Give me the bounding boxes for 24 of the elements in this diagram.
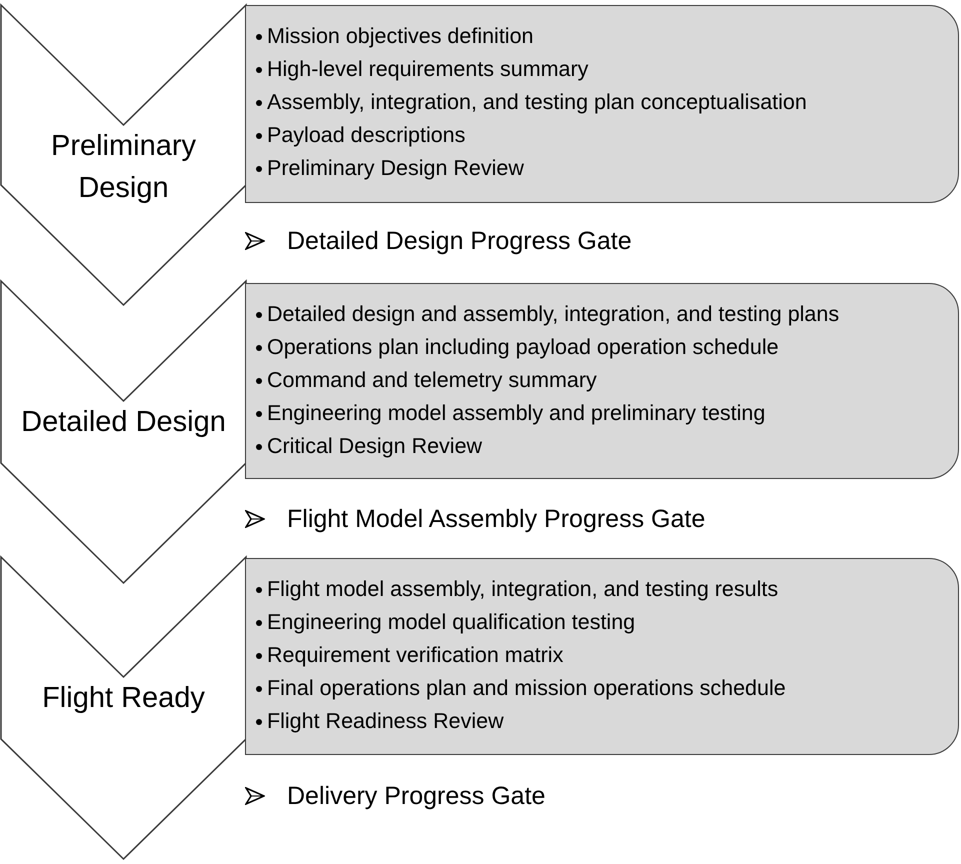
bullet-item: Assembly, integration, and testing plan conceptualisation: [256, 86, 958, 119]
deliverables-panel: [245, 5, 959, 203]
bullet-item: Preliminary Design Review: [256, 152, 958, 185]
bullet-item: Final operations plan and mission operations schedule: [256, 672, 958, 705]
bullet-item: Engineering model qualification testing: [256, 606, 958, 639]
deliverables-panel: [245, 283, 959, 479]
deliverables-panel: [245, 558, 959, 755]
stage-label: Preliminary Design: [50, 129, 198, 206]
bullet-item: Command and telemetry summary: [256, 364, 958, 397]
progress-gate-label: Delivery Progress Gate: [287, 781, 546, 812]
progress-gate-label: Detailed Design Progress Gate: [287, 226, 632, 257]
bullet-item: Requirement verification matrix: [256, 639, 958, 672]
bullet-item: Engineering model assembly and preliminary testing: [256, 397, 958, 430]
bullet-item: High-level requirements summary: [256, 53, 958, 86]
bullet-item: Operations plan including payload operation schedule: [256, 331, 958, 364]
bullet-item: Flight Readiness Review: [256, 705, 958, 738]
progress-gate-label: Flight Model Assembly Progress Gate: [287, 504, 706, 535]
bullet-item: Flight model assembly, integration, and testing results: [256, 573, 958, 606]
stage-label: Detailed Design: [20, 405, 227, 440]
bullet-item: Critical Design Review: [256, 430, 958, 463]
bullet-item: Payload descriptions: [256, 119, 958, 152]
stage-label: Flight Ready: [41, 681, 206, 716]
bullet-item: Detailed design and assembly, integration, and testing plans: [256, 298, 958, 331]
bullet-item: Mission objectives definition: [256, 20, 958, 53]
